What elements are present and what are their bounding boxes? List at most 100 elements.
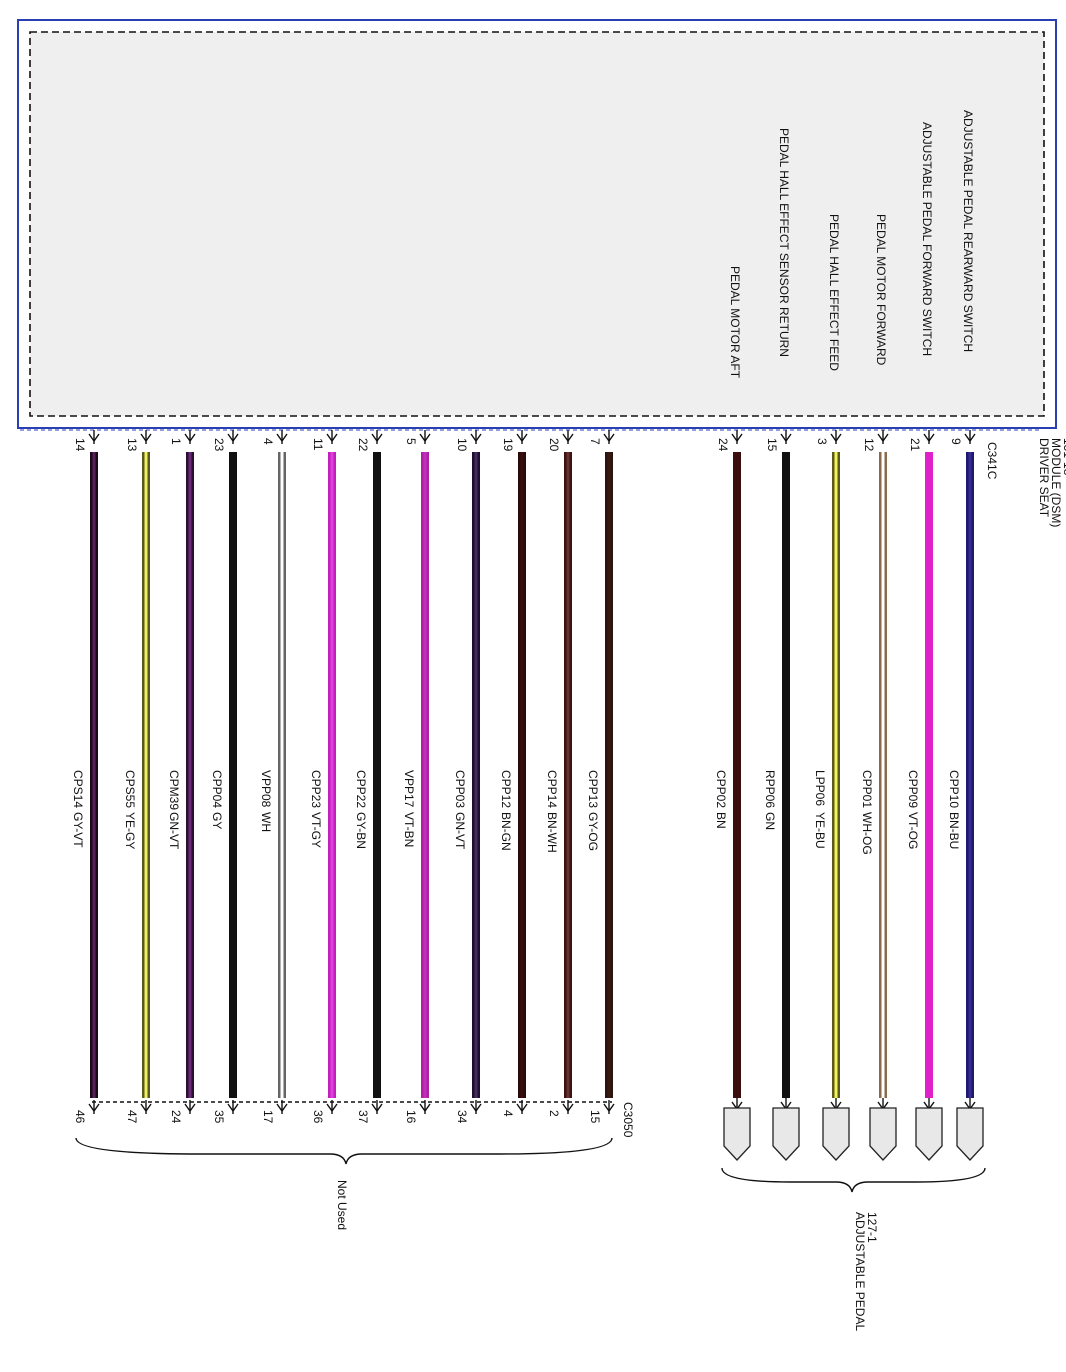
c3050-pin-number-16: 16	[404, 1110, 418, 1124]
adjustable-pedal-brace	[721, 1167, 986, 1193]
module-pin-number-14: 14	[73, 438, 87, 452]
module-pin-9	[964, 430, 976, 444]
c3050-pin-number-47: 47	[125, 1110, 139, 1124]
circuit-label-cps14: CPS14	[71, 770, 85, 808]
module-pin-24	[731, 430, 743, 444]
module-ref: 151-18	[1061, 438, 1066, 476]
module-function-labels: ADJUSTABLE PEDAL REARWARD SWITCH ADJUSTAB…	[728, 110, 975, 379]
module-pin-number-11: 11	[311, 438, 325, 451]
circuit-label-cpp09-color: VT-OG	[906, 812, 920, 849]
circuit-label-lpp06: LPP06	[813, 770, 827, 806]
module-pin-23	[227, 430, 239, 444]
module-pin-15	[780, 430, 792, 444]
module-pin-number-21: 21	[908, 438, 922, 452]
circuit-label-cpp22: CPP22	[354, 770, 368, 808]
c3050-pin-15	[603, 1100, 615, 1114]
module-pin-number-12: 12	[862, 438, 876, 452]
circuit-label-cpp02-color: BN	[714, 812, 728, 829]
pedal-terminal-24	[723, 1107, 751, 1161]
module-pin-10	[470, 430, 482, 444]
module-pin-4	[276, 430, 288, 444]
pedal-terminal-3	[822, 1107, 850, 1161]
module-pin-21	[923, 430, 935, 444]
module-pin-number-19: 19	[501, 438, 515, 452]
c3050-pin-number-36: 36	[311, 1110, 325, 1124]
circuit-label-vpp08-color: WH	[259, 812, 273, 832]
module-pin-number-1: 1	[169, 438, 183, 445]
module-label-pedal-hall-effect-feed: PEDAL HALL EFFECT FEED	[827, 214, 841, 371]
not-used-wires: 7CPP13GY-OG1520CPP14BN-WH219CPP12BN-GN41…	[71, 430, 615, 1124]
module-pin-11	[326, 430, 338, 444]
c3050-pin-number-46: 46	[73, 1110, 87, 1124]
c3050-pin-47	[140, 1100, 152, 1114]
pedal-terminal-9	[956, 1107, 984, 1161]
not-used-label: Not Used	[335, 1180, 349, 1230]
module-pin-number-5: 5	[404, 438, 418, 445]
circuit-label-cpp12-color: BN-GN	[499, 812, 513, 851]
module-pin-number-15: 15	[765, 438, 779, 452]
adjustable-pedal-wires: 9CPP10BN-BU21CPP09VT-OG12CPP01WH-OG3LPP0…	[714, 430, 984, 1161]
adjustable-pedal-title-line-1: ADJUSTABLE PEDAL	[853, 1212, 867, 1331]
circuit-label-vpp08: VPP08	[259, 770, 273, 808]
module-label-adjustable-pedal-rearward-switch: ADJUSTABLE PEDAL REARWARD SWITCH	[961, 110, 975, 352]
module-outline	[17, 19, 1057, 429]
module-pin-22	[371, 430, 383, 444]
module-pin-5	[419, 430, 431, 444]
module-pin-7	[603, 430, 615, 444]
module-pin-13	[140, 430, 152, 444]
c3050-pin-number-34: 34	[455, 1110, 469, 1124]
circuit-label-vpp17: VPP17	[402, 770, 416, 808]
circuit-label-cpp03-color: GN-VT	[453, 812, 467, 850]
circuit-label-cpm39: CPM39	[167, 770, 181, 810]
circuit-label-cps55-color: YE-GY	[123, 812, 137, 849]
c3050-pin-number-35: 35	[212, 1110, 226, 1124]
c3050-pin-number-2: 2	[547, 1110, 561, 1117]
c3050-pin-37	[371, 1100, 383, 1114]
c3050-pin-number-4: 4	[501, 1110, 515, 1117]
circuit-label-cpp03: CPP03	[453, 770, 467, 808]
module-pin-number-9: 9	[949, 438, 963, 445]
module-pin-number-22: 22	[356, 438, 370, 452]
adjustable-pedal-ref: 127-1	[865, 1212, 879, 1243]
circuit-label-lpp06-color: YE-BU	[813, 812, 827, 849]
c3050-pin-34	[470, 1100, 482, 1114]
module-pin-12	[877, 430, 889, 444]
driver-seat-module[interactable]	[17, 19, 1057, 431]
circuit-label-cpp04-color: GY	[210, 812, 224, 829]
module-connector-label: C341C	[985, 442, 999, 480]
module-pin-number-4: 4	[261, 438, 275, 445]
circuit-label-cpp02: CPP02	[714, 770, 728, 808]
circuit-label-cpp04: CPP04	[210, 770, 224, 808]
circuit-label-cpp10: CPP10	[947, 770, 961, 808]
circuit-label-vpp17-color: VT-BN	[402, 812, 416, 847]
circuit-label-cpp13-color: GY-OG	[586, 812, 600, 851]
module-label-adjustable-pedal-forward-switch: ADJUSTABLE PEDAL FORWARD SWITCH	[920, 122, 934, 356]
c3050-pin-number-17: 17	[261, 1110, 275, 1124]
not-used-brace	[75, 1137, 613, 1165]
module-pin-number-23: 23	[212, 438, 226, 452]
c3050-label: C3050	[621, 1102, 635, 1138]
module-label-pedal-hall-effect-sensor-return: PEDAL HALL EFFECT SENSOR RETURN	[777, 128, 791, 357]
module-pin-number-20: 20	[547, 438, 561, 452]
module-title-line-2: MODULE (DSM)	[1049, 438, 1063, 527]
module-label-pedal-motor-aft: PEDAL MOTOR AFT	[728, 266, 742, 379]
module-title-line-1: DRIVER SEAT	[1037, 438, 1051, 518]
circuit-label-cpp14: CPP14	[545, 770, 559, 808]
module-pin-number-10: 10	[455, 438, 469, 452]
adjustable-pedal-title: ADJUSTABLE PEDAL 127-1	[853, 1212, 879, 1331]
module-inner-dashed	[29, 31, 1045, 417]
pedal-terminal-15	[772, 1107, 800, 1161]
circuit-label-cpp01-color: WH-OG	[860, 812, 874, 855]
c3050-pin-number-15: 15	[588, 1110, 602, 1124]
circuit-label-cps14-color: GY-VT	[71, 812, 85, 848]
circuit-label-cpp01: CPP01	[860, 770, 874, 808]
module-pin-20	[562, 430, 574, 444]
module-pin-1	[184, 430, 196, 444]
circuit-label-cpp12: CPP12	[499, 770, 513, 808]
circuit-label-cpp13: CPP13	[586, 770, 600, 808]
circuit-label-cpp10-color: BN-BU	[947, 812, 961, 849]
module-pin-number-24: 24	[716, 438, 730, 452]
module-pin-3	[830, 430, 842, 444]
circuit-label-rpp06: RPP06	[763, 770, 777, 808]
